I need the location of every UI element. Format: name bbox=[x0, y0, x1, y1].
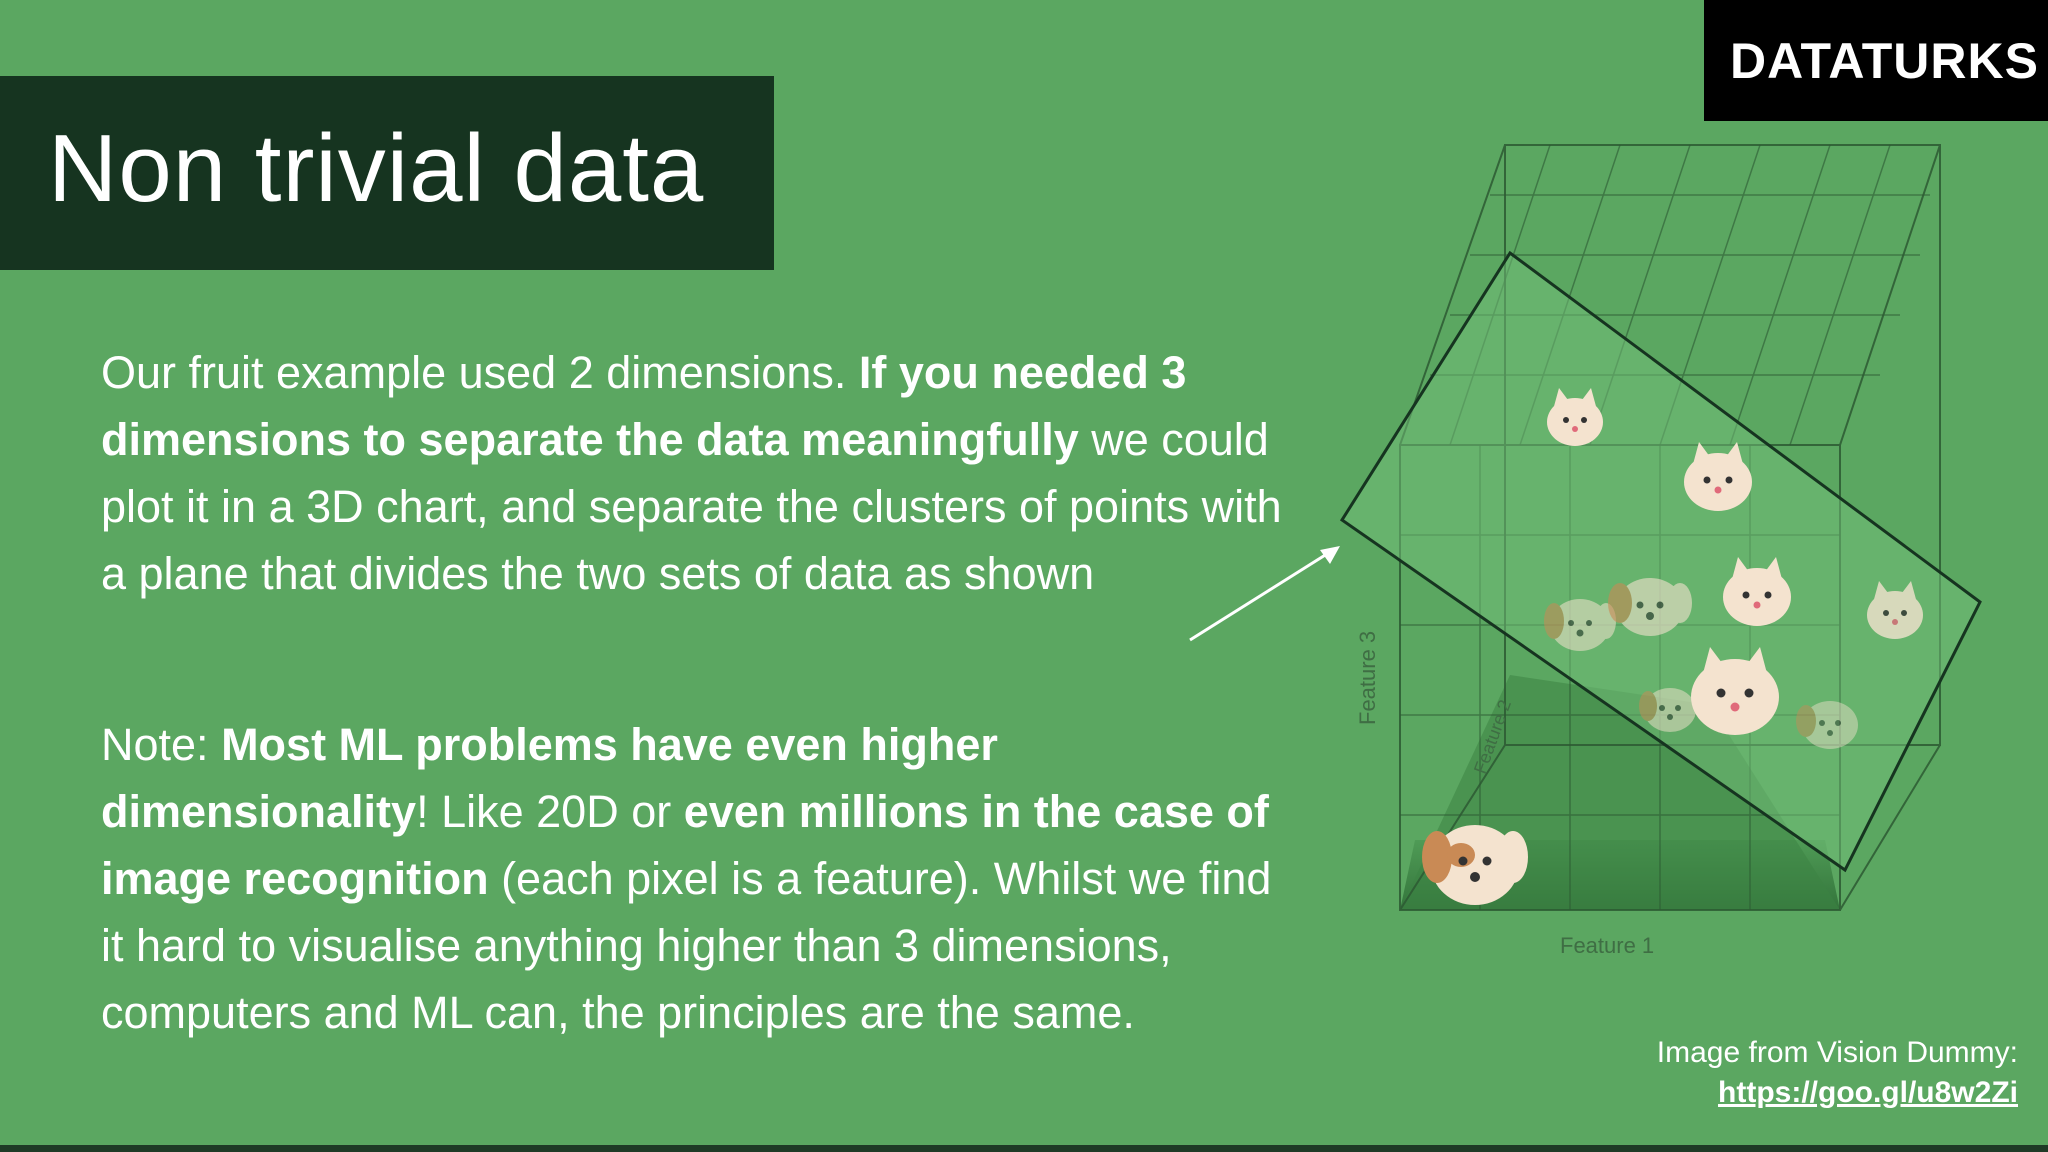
feature-space-figure: Feature 1 Feature 3 Feature 2 bbox=[1339, 144, 1982, 958]
dog-icon bbox=[1544, 599, 1616, 651]
image-credit: Image from Vision Dummy: https://goo.gl/… bbox=[1657, 1033, 2018, 1113]
bottom-divider bbox=[0, 1145, 2048, 1152]
cat-icon bbox=[1867, 581, 1923, 639]
slide-title: Non trivial data bbox=[48, 115, 705, 222]
dog-icon bbox=[1608, 578, 1692, 636]
cat-icon bbox=[1723, 557, 1791, 626]
paragraph-1: Our fruit example used 2 dimensions. If … bbox=[101, 339, 1301, 607]
x-axis-label: Feature 1 bbox=[1560, 933, 1654, 958]
p1-text: Our fruit example used 2 dimensions. bbox=[101, 347, 859, 398]
p2-note-label: Note: bbox=[101, 719, 222, 770]
dog-icon bbox=[1639, 688, 1696, 732]
credit-text: Image from Vision Dummy: bbox=[1656, 1036, 2018, 1069]
z-axis-label: Feature 3 bbox=[1355, 631, 1380, 725]
p2-text-2: (each pixel is a feature). Whilst we fin… bbox=[101, 853, 1272, 1038]
dog-icon bbox=[1796, 701, 1858, 749]
p2-bold-1: Most ML problems have even higher dimens… bbox=[101, 719, 998, 837]
p1-text-2: we could plot it in a 3D chart, and sepa… bbox=[101, 414, 1282, 599]
p2-text-1: ! Like 20D or bbox=[416, 786, 684, 837]
brand-banner: DATATURKS bbox=[1704, 0, 2048, 121]
brand-logo: DATATURKS bbox=[1730, 33, 2039, 89]
separating-plane bbox=[1339, 250, 1982, 873]
cat-icon bbox=[1684, 442, 1752, 511]
cat-icon bbox=[1547, 388, 1603, 446]
cat-icon bbox=[1691, 647, 1779, 735]
paragraph-2: Note: Most ML problems have even higher … bbox=[101, 711, 1301, 1046]
p2-bold-2: even millions in the case of image recog… bbox=[101, 786, 1269, 904]
credit-link[interactable]: https://goo.gl/u8w2Zi bbox=[1718, 1076, 2018, 1109]
dog-icon bbox=[1422, 825, 1528, 905]
arrow-icon bbox=[1189, 546, 1340, 642]
title-banner: Non trivial data bbox=[0, 76, 774, 270]
p1-bold: If you needed 3 dimensions to separate t… bbox=[101, 347, 1187, 465]
